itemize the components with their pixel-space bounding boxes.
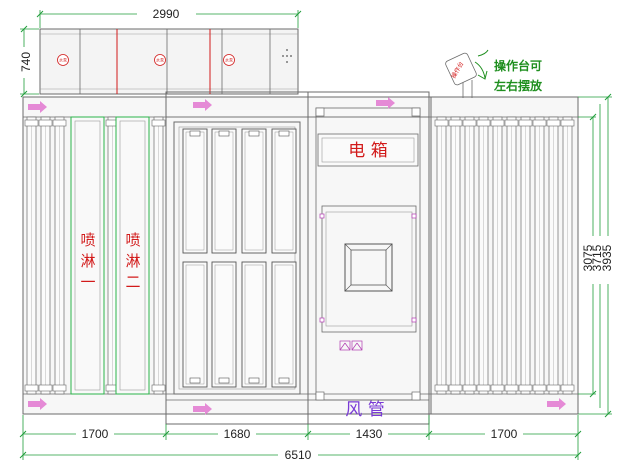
dimension-top-width-label: 2990 bbox=[153, 7, 180, 21]
door-panel-3-upper bbox=[241, 128, 267, 254]
door-panels bbox=[182, 128, 297, 388]
right-louver-6 bbox=[504, 116, 519, 395]
right-louver-9 bbox=[546, 116, 561, 395]
door-panel-4-lower bbox=[271, 261, 297, 388]
door-panel-3-lower bbox=[241, 261, 267, 388]
air-duct-label: 风 管 bbox=[345, 400, 384, 420]
right-louver-2 bbox=[448, 116, 463, 395]
dimension-right-heights: 3075 3715 3935 bbox=[578, 93, 618, 418]
door-panel-4-upper bbox=[271, 128, 297, 254]
right-louver-4 bbox=[476, 116, 491, 395]
door-panel-2-upper bbox=[211, 128, 237, 254]
filter-module bbox=[173, 121, 301, 395]
door-panel-2-lower bbox=[211, 261, 237, 388]
dimension-bottom-segments: 1700 1680 1430 1700 bbox=[19, 415, 582, 460]
right-louver-3 bbox=[462, 116, 477, 395]
top-pump-unit: 水泵 水泵 水泵 bbox=[39, 28, 299, 95]
pump-tag-1: 水泵 bbox=[57, 54, 69, 66]
left-louver-3 bbox=[52, 116, 67, 395]
right-louver-8 bbox=[532, 116, 547, 395]
pump-tag-3: 水泵 bbox=[223, 54, 235, 66]
dimension-total-width-label: 6510 bbox=[285, 448, 312, 462]
dimension-height-1: 3075 bbox=[581, 244, 595, 271]
dimension-top-height: 740 bbox=[19, 25, 39, 98]
door-panel-1-lower bbox=[182, 261, 208, 388]
pump-tag-2: 水泵 bbox=[154, 54, 166, 66]
spray-one-char-3: 一 bbox=[80, 273, 95, 291]
right-louver-1 bbox=[434, 116, 449, 395]
dimension-segment-2: 1680 bbox=[224, 427, 251, 441]
spray-chamber-two: 喷 淋 二 bbox=[115, 116, 150, 395]
spray-one-char-1: 喷 bbox=[80, 231, 95, 249]
console-note-line1: 操作台可 bbox=[494, 58, 542, 73]
pump-tag-2-label: 水泵 bbox=[156, 57, 164, 63]
right-louver-5 bbox=[490, 116, 505, 395]
left-louver-2 bbox=[38, 116, 53, 395]
dimension-height-3: 3935 bbox=[600, 244, 614, 271]
dimension-height-2: 3715 bbox=[590, 244, 604, 271]
dimension-segment-1: 1700 bbox=[82, 427, 109, 441]
operator-console: 操作台 操作台可 左右摆放 bbox=[445, 49, 543, 98]
pump-tag-3-label: 水泵 bbox=[225, 57, 233, 63]
dimension-total-width: 6510 bbox=[19, 448, 582, 462]
spray-chamber-one: 喷 淋 一 bbox=[70, 116, 105, 395]
pump-tag-1-label: 水泵 bbox=[59, 57, 67, 63]
spray-two-char-3: 二 bbox=[125, 273, 140, 291]
spray-two-char-2: 淋 bbox=[125, 252, 140, 270]
dimension-segment-3: 1430 bbox=[356, 427, 383, 441]
left-louver-5 bbox=[151, 116, 166, 395]
electrical-box-module: 电 箱 风 管 bbox=[315, 107, 421, 420]
dimension-top-height-label: 740 bbox=[19, 52, 33, 72]
airflow-arrows bbox=[28, 97, 566, 415]
right-louver-10 bbox=[560, 116, 575, 395]
dimension-segment-4: 1700 bbox=[491, 427, 518, 441]
console-note-line2: 左右摆放 bbox=[493, 78, 543, 93]
right-louver-columns bbox=[434, 116, 575, 395]
valve-fittings bbox=[339, 340, 363, 351]
door-panel-1-upper bbox=[182, 128, 208, 254]
left-louver-columns bbox=[24, 116, 166, 395]
right-louver-7 bbox=[518, 116, 533, 395]
left-louver-1 bbox=[24, 116, 39, 395]
vent-dots bbox=[282, 49, 292, 63]
electrical-box-label: 电 箱 bbox=[348, 141, 387, 161]
spray-two-char-1: 喷 bbox=[125, 231, 140, 249]
dimension-top-width: 2990 bbox=[36, 7, 302, 28]
spray-one-char-2: 淋 bbox=[80, 252, 95, 270]
